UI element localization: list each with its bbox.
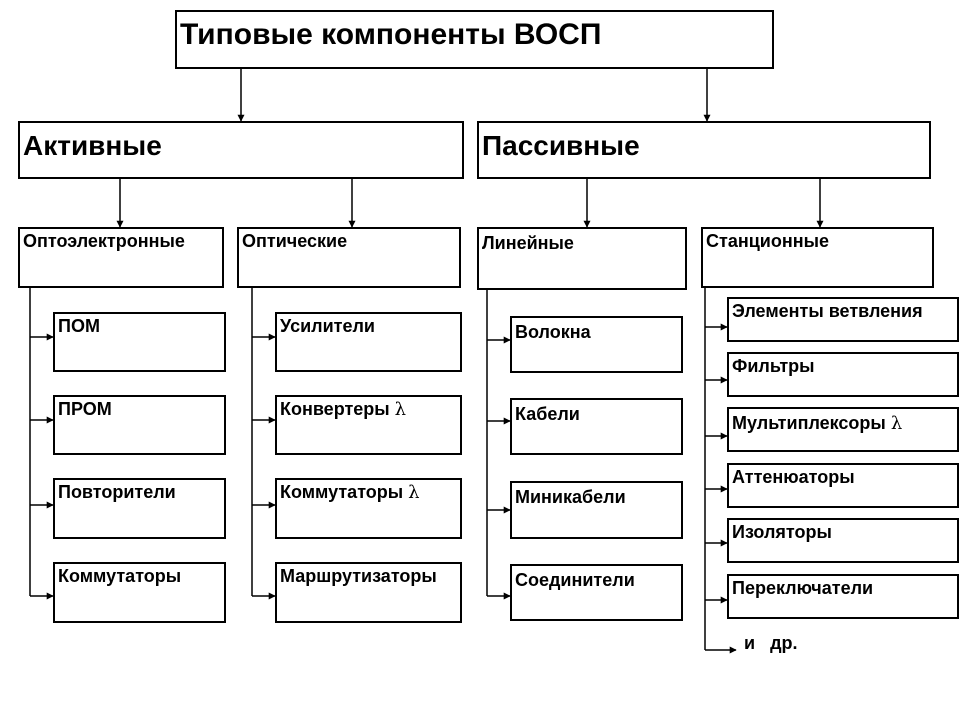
item-isolators: Изоляторы (727, 518, 959, 563)
item-minicables-label: Миникабели (515, 487, 626, 507)
item-fibers: Волокна (510, 316, 683, 373)
item-switchers-label: Переключатели (732, 578, 874, 598)
item-filters: Фильтры (727, 352, 959, 397)
item-repeaters-label: Повторители (58, 482, 176, 502)
item-switches-oe: Коммутаторы (53, 562, 226, 623)
lambda-symbol: λ (394, 399, 407, 420)
item-connectors: Соединители (510, 564, 683, 621)
item-switches-oe-label: Коммутаторы (58, 566, 182, 586)
root-title-box: Типовые компоненты ВОСП (175, 10, 774, 69)
item-amplifiers: Усилители (275, 312, 462, 372)
etc-label: и др. (744, 633, 798, 653)
station-box: Станционные (701, 227, 934, 288)
item-switchers: Переключатели (727, 574, 959, 619)
optoelectronic-label: Оптоэлектронные (23, 231, 185, 251)
item-cables: Кабели (510, 398, 683, 455)
item-filters-label: Фильтры (732, 356, 815, 376)
lambda-symbol: λ (890, 413, 903, 434)
item-pom-label: ПОМ (58, 316, 100, 336)
station-label: Станционные (706, 231, 829, 251)
item-branching-label: Элементы ветвления (732, 301, 923, 321)
item-switches-optical-label: Коммутаторы (280, 482, 404, 502)
item-minicables: Миникабели (510, 481, 683, 539)
root-title: Типовые компоненты ВОСП (180, 18, 602, 51)
item-pom: ПОМ (53, 312, 226, 372)
item-multiplexers-label: Мультиплексоры (732, 413, 886, 433)
item-prom-label: ПРОМ (58, 399, 112, 419)
optical-label: Оптические (242, 231, 348, 251)
item-attenuators: Аттенюаторы (727, 463, 959, 508)
linear-label: Линейные (482, 233, 574, 253)
item-routers: Маршрутизаторы (275, 562, 462, 623)
item-routers-label: Маршрутизаторы (280, 566, 437, 586)
item-switches-optical: Коммутаторы λ (275, 478, 462, 539)
passive-category-label: Пассивные (482, 130, 640, 161)
item-multiplexers: Мультиплексоры λ (727, 407, 959, 452)
active-category-box: Активные (18, 121, 464, 179)
lambda-symbol: λ (408, 482, 420, 503)
item-branching: Элементы ветвления (727, 297, 959, 342)
item-connectors-label: Соединители (515, 570, 635, 590)
item-cables-label: Кабели (515, 404, 580, 424)
item-prom: ПРОМ (53, 395, 226, 455)
item-converters: Конвертеры λ (275, 395, 462, 455)
item-attenuators-label: Аттенюаторы (732, 467, 855, 487)
item-fibers-label: Волокна (515, 322, 591, 342)
item-repeaters: Повторители (53, 478, 226, 539)
active-category-label: Активные (23, 130, 162, 161)
item-converters-label: Конвертеры (280, 399, 390, 419)
optical-box: Оптические (237, 227, 461, 288)
item-amplifiers-label: Усилители (280, 316, 375, 336)
item-isolators-label: Изоляторы (732, 522, 832, 542)
passive-category-box: Пассивные (477, 121, 931, 179)
linear-box: Линейные (477, 227, 687, 290)
optoelectronic-box: Оптоэлектронные (18, 227, 224, 288)
